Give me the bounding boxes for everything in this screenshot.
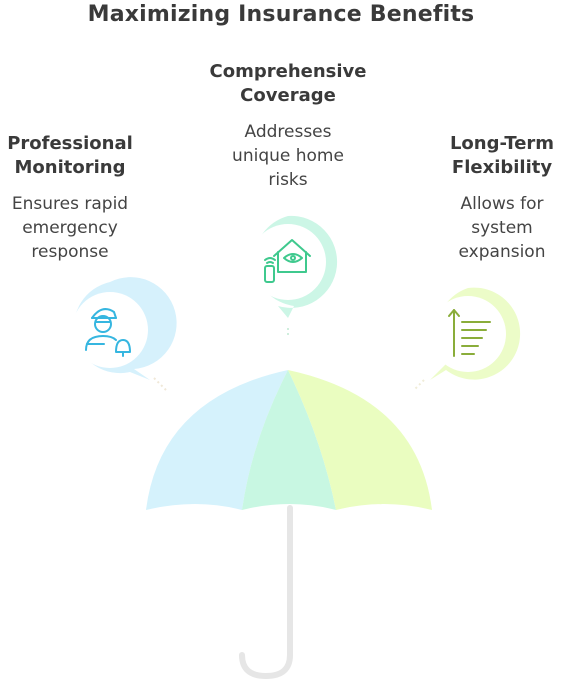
canopy-right-panel [288,370,432,510]
page-title: Maximizing Insurance Benefits [87,2,475,27]
umbrella-handle [239,505,293,680]
description-line: Ensures rapid [11,194,129,214]
description-line: expansion [458,242,546,262]
professional-monitoring-description: Ensures rapid emergency response [0,192,140,264]
description-line: Addresses [244,122,332,142]
comprehensive-coverage-heading: Comprehensive Coverage [196,60,380,108]
canopy-left-panel [146,370,288,510]
description-line: unique home [232,146,344,166]
heading-line: Professional [7,133,133,154]
professional-monitoring-heading: Professional Monitoring [0,132,140,180]
growth-lines-icon [448,309,491,357]
canopy-middle-panel [242,370,336,510]
heading-line: Flexibility [451,157,553,178]
heading-line: Comprehensive [209,61,367,82]
heading-line: Long-Term [449,133,555,154]
guard-with-bell-icon [85,308,131,357]
smart-home-icon [264,239,311,283]
coverage-bubble [250,215,338,318]
long-term-flexibility-description: Allows for system expansion [432,192,562,264]
monitoring-bubble [72,277,177,380]
description-line: risks [268,170,308,190]
heading-line: Monitoring [14,157,126,178]
description-line: response [31,242,109,262]
description-line: emergency [22,218,118,238]
heading-line: Coverage [240,85,336,106]
connector-right [413,379,425,391]
description-line: Allows for [460,194,544,214]
comprehensive-coverage-description: Addresses unique home risks [206,120,370,192]
description-line: system [471,218,533,238]
flexibility-bubble [430,287,521,380]
long-term-flexibility-heading: Long-Term Flexibility [432,132,562,180]
connector-left [153,377,167,391]
